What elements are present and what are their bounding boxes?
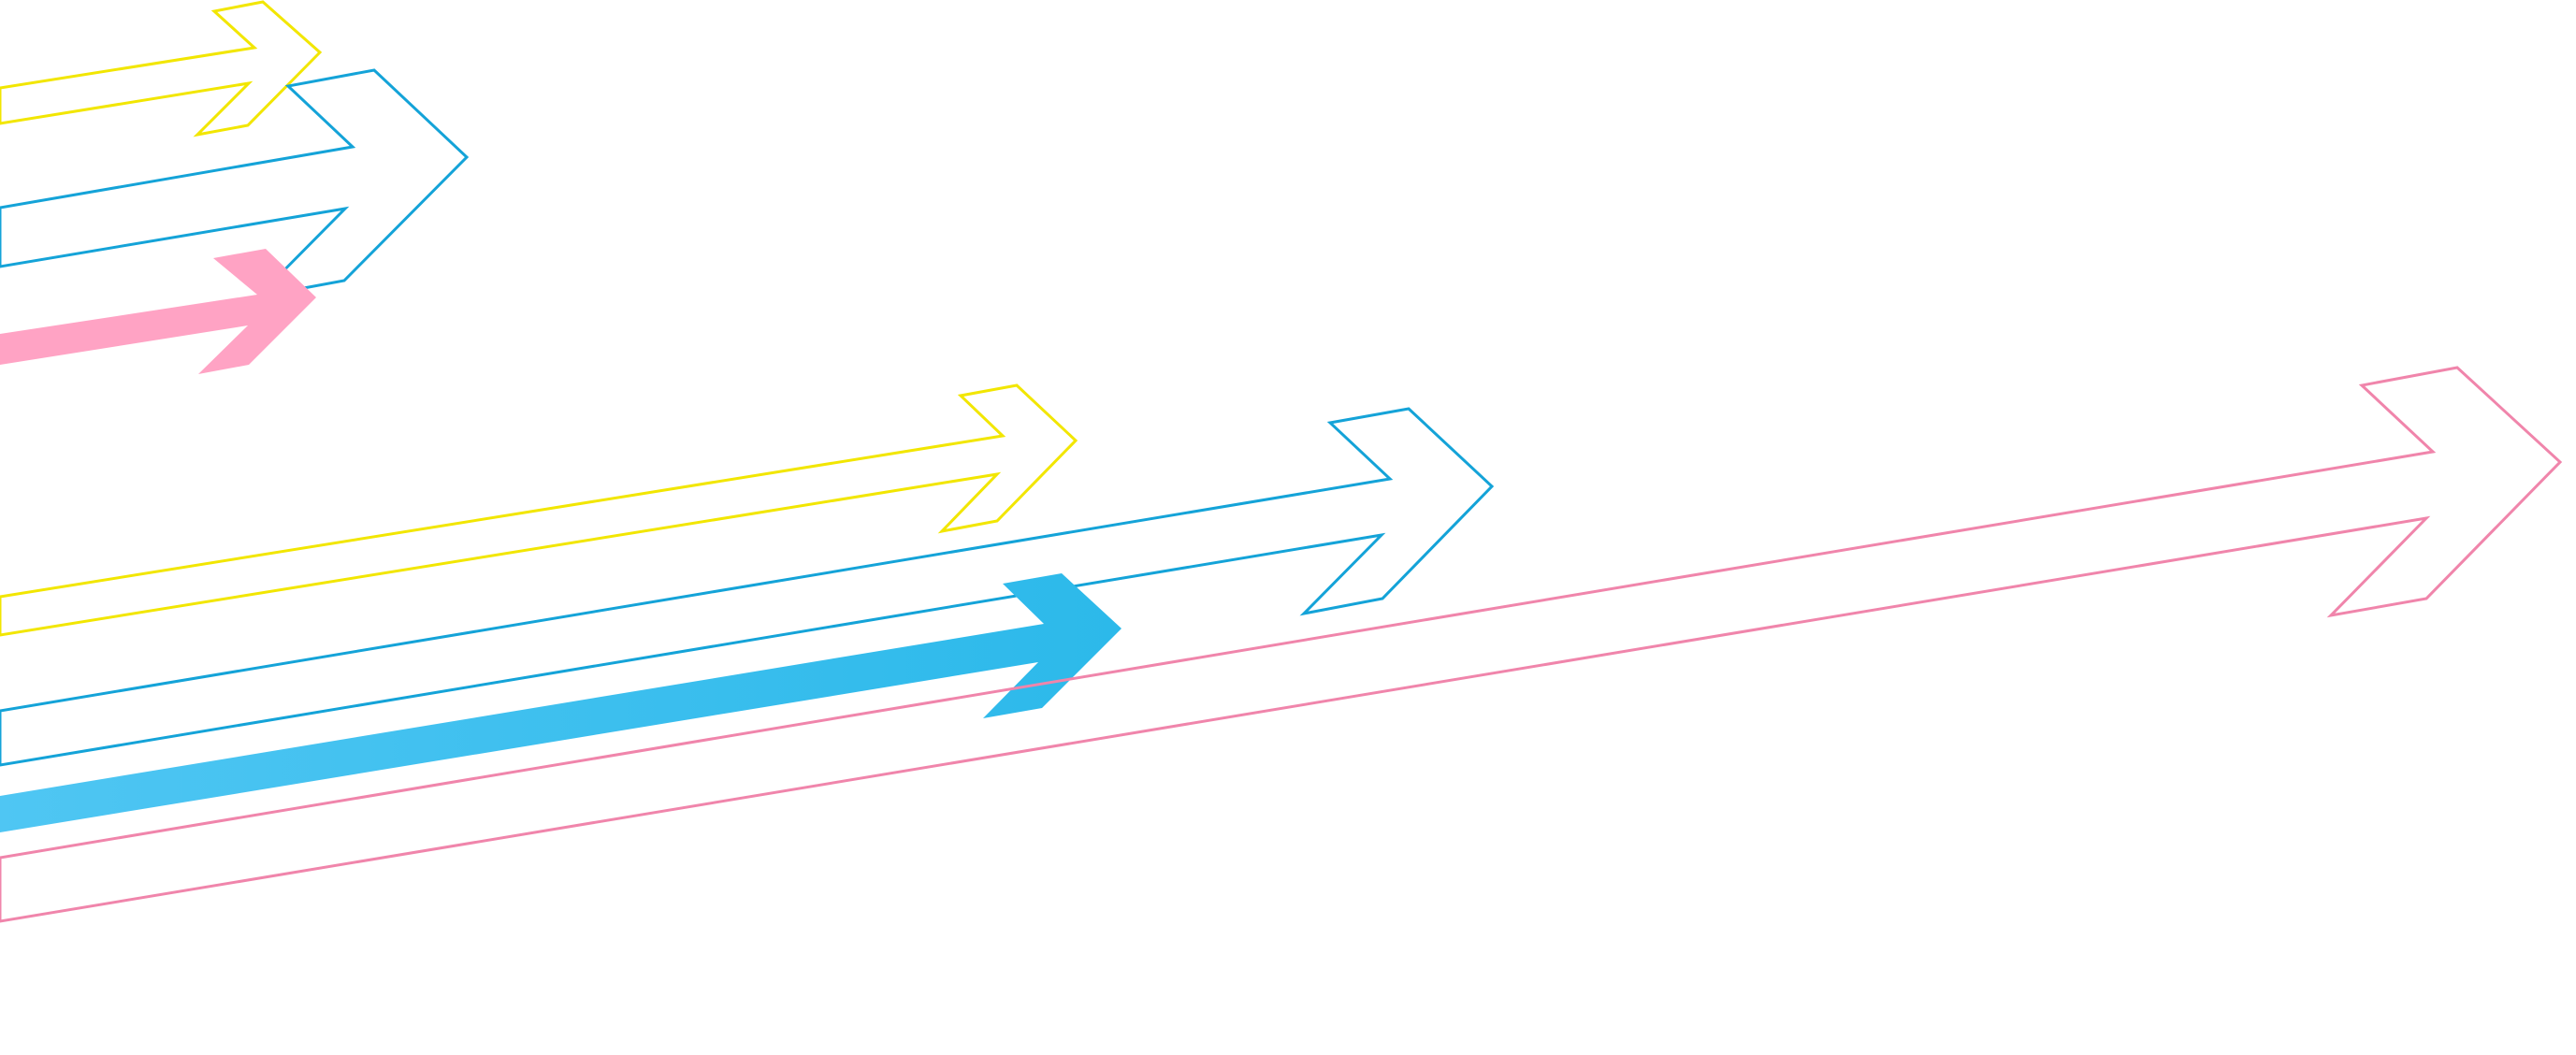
pink-outline-arrow-long <box>0 366 2563 923</box>
blue-outline-arrow-middle <box>0 407 1495 767</box>
blue-outline-arrow-top <box>0 68 470 299</box>
yellow-outline-arrow-top <box>0 0 323 137</box>
blue-filled-arrow-middle <box>0 573 1122 832</box>
yellow-outline-arrow-middle <box>0 383 1078 637</box>
pink-filled-arrow-top <box>0 249 316 374</box>
